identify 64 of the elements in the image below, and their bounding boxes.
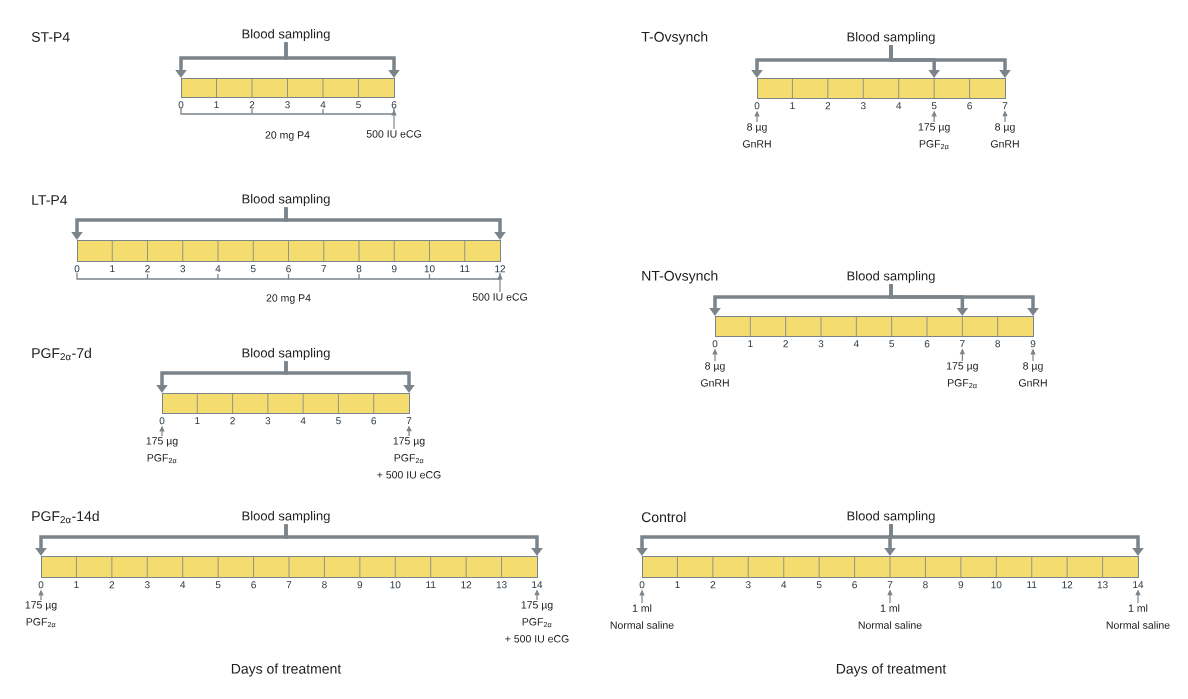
day-number: 7 — [406, 417, 412, 425]
sampling-arrow — [284, 42, 400, 78]
sampling-arrow — [889, 524, 1144, 556]
day-number: 9 — [1030, 340, 1036, 348]
dose-label: 175 µg PGF$_{2α}$ + 500 IU eCG — [505, 601, 569, 643]
timeline-bar — [162, 393, 410, 414]
group-title: PGF$_{2α}$-7d — [32, 347, 91, 361]
sampling-arrow — [284, 207, 506, 240]
dose-text: 20 mg P4 — [266, 294, 311, 304]
day-number: 7 — [1002, 102, 1008, 110]
dose-text: 20 mg P4 — [265, 131, 310, 141]
timeline-bar — [181, 78, 395, 98]
day-number: 0 — [712, 340, 718, 348]
day-number: 0 — [74, 265, 80, 273]
timeline-bar — [757, 78, 1006, 99]
day-number: 0 — [38, 581, 44, 589]
timeline-bar — [41, 556, 538, 578]
dose-label: 8 µg GnRH — [990, 123, 1019, 148]
sampling-label: Blood sampling — [242, 510, 330, 524]
group-title: T-Ovsynch — [641, 31, 708, 45]
timeline-bar — [77, 240, 501, 262]
dose-label: 8 µg GnRH — [1018, 362, 1047, 387]
group-title: NT-Ovsynch — [642, 270, 718, 284]
day-number: 6 — [391, 101, 397, 109]
day-number: 12 — [495, 265, 506, 273]
dose-label: 500 IU eCG — [366, 130, 421, 138]
day-number: 7 — [887, 581, 893, 589]
dose-label: 1 ml Normal saline — [610, 604, 674, 629]
group-title: Control — [641, 511, 686, 523]
sampling-arrow — [284, 524, 543, 556]
timeline-bar — [715, 316, 1034, 337]
dose-label: 500 IU eCG — [472, 293, 527, 301]
day-number: 0 — [639, 581, 645, 589]
dose-label: 8 µg GnRH — [700, 362, 729, 387]
dose-label: 175 µg PGF$_{2α}$ — [947, 362, 978, 389]
day-number: 0 — [159, 417, 165, 425]
sampling-label: Blood sampling — [242, 347, 330, 361]
day-number: 0 — [754, 102, 760, 110]
sampling-arrow — [889, 45, 1011, 78]
sampling-label: Blood sampling — [847, 270, 935, 284]
sampling-label: Blood sampling — [847, 31, 935, 45]
day-number: 5 — [931, 102, 937, 110]
dose-label: 175 µg PGF$_{2α}$ — [146, 437, 178, 464]
dose-label: 175 µg PGF$_{2α}$ — [918, 123, 950, 150]
dose-label: 175 µg PGF$_{2α}$ — [25, 601, 57, 628]
sampling-arrow — [889, 284, 1039, 316]
dose-label: 1 ml Normal saline — [1106, 604, 1170, 629]
day-number: 0 — [178, 101, 184, 109]
dose-label: 1 ml Normal saline — [858, 604, 922, 629]
group-title: LT-P4 — [32, 195, 68, 205]
day-number: 7 — [960, 340, 965, 348]
group-title: ST-P4 — [31, 32, 70, 42]
sampling-label: Blood sampling — [242, 193, 330, 207]
timeline-bar — [642, 556, 1139, 578]
group-title: PGF$_{2α}$-14d — [32, 510, 99, 524]
dose-label: 175 µg PGF$_{2α}$ + 500 IU eCG — [377, 437, 441, 479]
day-number: 14 — [532, 581, 543, 589]
sampling-arrow — [284, 361, 415, 393]
day-number: 14 — [1133, 581, 1144, 589]
axis-title: Days of treatment — [836, 663, 947, 677]
axis-title: Days of treatment — [231, 663, 342, 677]
dose-label: 8 µg GnRH — [742, 123, 771, 148]
sampling-label: Blood sampling — [242, 28, 330, 42]
sampling-label: Blood sampling — [847, 510, 935, 524]
